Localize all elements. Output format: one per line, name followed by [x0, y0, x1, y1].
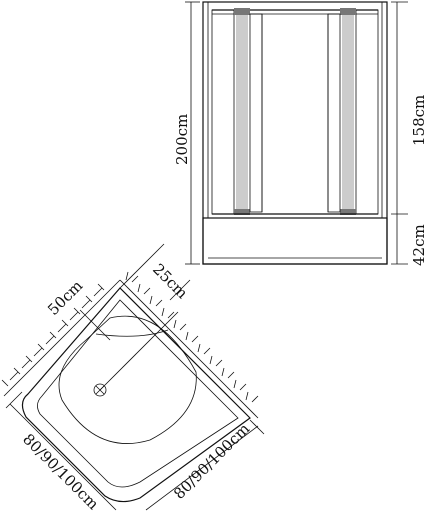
wall-hatch-right [119, 271, 259, 419]
total-height-label: 200cm [173, 114, 191, 165]
tray-basin [58, 315, 197, 444]
dimension-total-height: 200cm [173, 1, 200, 265]
roller-bottom-left [234, 209, 250, 215]
roller-bottom-right [340, 209, 356, 215]
tray-height-label: 42cm [410, 224, 428, 266]
tray-inner-outline [37, 299, 239, 488]
roller-top-right [340, 8, 356, 15]
dimension-side-right: 80/90/100cm [145, 420, 265, 511]
shower-tray-front [202, 217, 388, 265]
tray-outer-outline [21, 287, 251, 503]
tray-seat-curve [95, 329, 169, 337]
wall-hatch-left [1, 279, 121, 397]
side-left-label: 80/90/100cm [19, 430, 102, 513]
side-right-label: 80/90/100cm [170, 420, 253, 503]
left-frosted-strip [236, 14, 248, 212]
cabin-outer-frame [202, 1, 388, 265]
drain-offset-label: 25cm [149, 260, 191, 302]
sliding-door-left [249, 13, 263, 213]
corner-depth-label: 50cm [44, 277, 86, 319]
drain-icon [93, 383, 107, 397]
left-fixed-panel [211, 9, 235, 215]
plan-view: 25cm 50cm 80/90/100cm 80/90/100cm [1, 243, 265, 513]
upper-height-label: 158cm [410, 95, 428, 146]
right-frosted-strip [342, 14, 354, 212]
sliding-door-right [327, 13, 341, 213]
dimension-upper-height: 158cm 42cm [391, 1, 428, 266]
right-fixed-panel [355, 9, 379, 215]
front-view: 200cm 158cm 42cm [173, 1, 428, 266]
roller-top-left [234, 8, 250, 15]
